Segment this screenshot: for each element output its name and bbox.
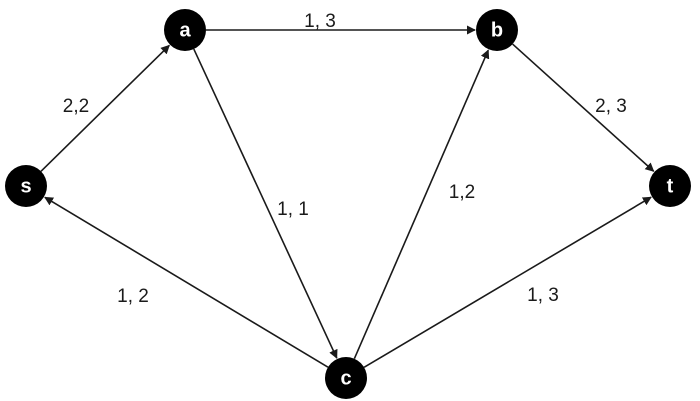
node-label-b: b — [491, 19, 503, 41]
edge-label-a-b: 1, 3 — [304, 11, 336, 32]
node-c: c — [325, 357, 367, 399]
node-circle-s — [5, 165, 47, 207]
edge-s-a — [40, 44, 170, 172]
edge-label-c-t: 1, 3 — [527, 285, 559, 306]
node-label-s: s — [20, 175, 31, 197]
edges-layer — [40, 25, 655, 368]
node-t: t — [649, 165, 691, 207]
node-a: a — [164, 9, 206, 51]
edge-labels-layer: 2,2 1, 3 2, 3 1, 1 1,2 1, 2 1, 3 — [63, 11, 627, 307]
node-label-t: t — [667, 175, 674, 197]
edge-label-a-c: 1, 1 — [277, 199, 309, 220]
nodes-layer: s a b t c — [5, 9, 691, 399]
node-circle-b — [476, 9, 518, 51]
node-b: b — [476, 9, 518, 51]
node-circle-t — [649, 165, 691, 207]
edge-c-s — [44, 196, 329, 368]
node-circle-c — [325, 357, 367, 399]
edge-a-c — [193, 48, 338, 359]
node-circle-a — [164, 9, 206, 51]
node-s: s — [5, 165, 47, 207]
node-label-a: a — [179, 19, 191, 41]
edge-label-b-t: 2, 3 — [595, 96, 627, 117]
edge-label-c-b: 1,2 — [449, 182, 475, 203]
edge-c-t — [363, 196, 652, 368]
edge-c-b — [353, 49, 490, 360]
edge-label-c-s: 1, 2 — [117, 286, 149, 307]
edge-label-s-a: 2,2 — [63, 96, 89, 117]
edge-b-t — [512, 43, 655, 172]
node-label-c: c — [340, 367, 351, 389]
